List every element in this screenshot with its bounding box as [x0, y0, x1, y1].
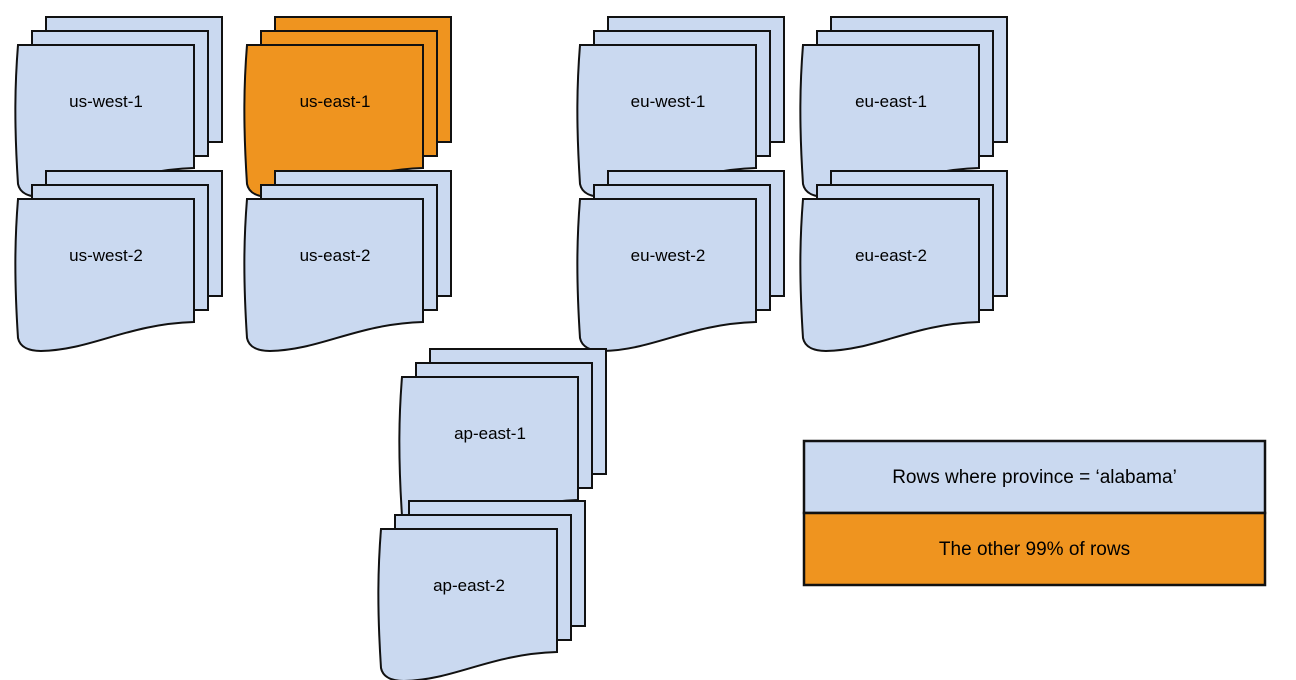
- legend-row-alabama-swatch: [802, 439, 1267, 515]
- stack-sheet-front: [377, 528, 558, 680]
- document-stack-eu-east-2[interactable]: eu-east-2: [799, 170, 1008, 353]
- document-stack-eu-west-2[interactable]: eu-west-2: [576, 170, 785, 353]
- stack-sheet-front: [799, 198, 980, 353]
- stack-sheet-front: [243, 198, 424, 353]
- document-stack-ap-east-2[interactable]: ap-east-2: [377, 500, 586, 680]
- legend-row-other-swatch: [802, 511, 1267, 587]
- document-stack-us-west-1[interactable]: us-west-1: [14, 16, 223, 199]
- document-stack-ap-east-1[interactable]: ap-east-1: [398, 348, 607, 531]
- legend: Rows where province = ‘alabama’The other…: [802, 439, 1267, 587]
- document-stack-us-east-1[interactable]: us-east-1: [243, 16, 452, 199]
- document-stack-us-west-2[interactable]: us-west-2: [14, 170, 223, 353]
- document-stack-eu-west-1[interactable]: eu-west-1: [576, 16, 785, 199]
- stack-sheet-front: [576, 198, 757, 353]
- stack-sheet-front: [14, 198, 195, 353]
- document-stack-us-east-2[interactable]: us-east-2: [243, 170, 452, 353]
